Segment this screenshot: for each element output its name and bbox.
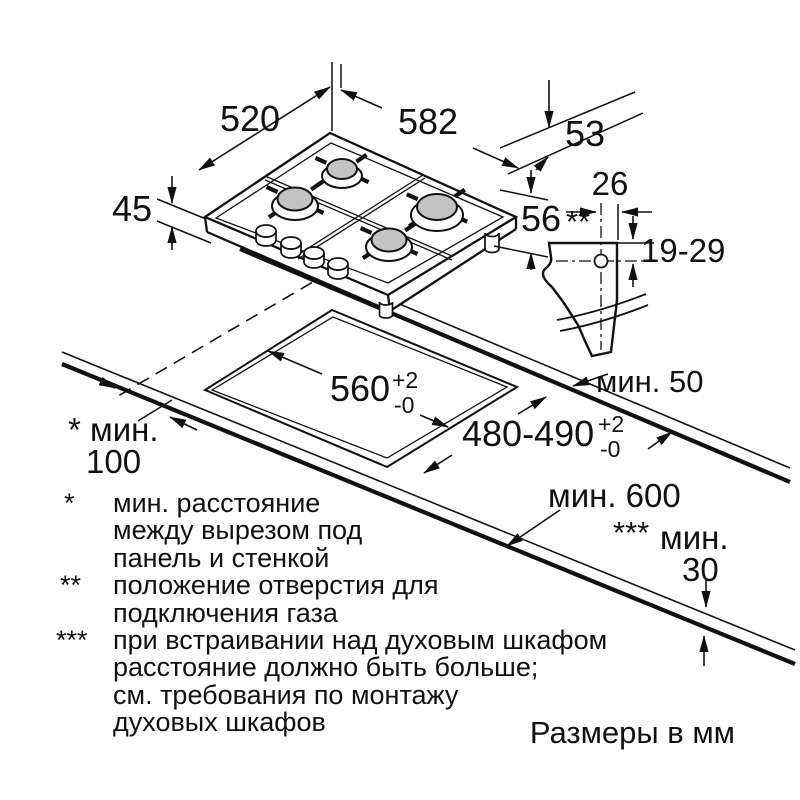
footnote-marker-1: * xyxy=(64,488,75,518)
footnote-text: расстояние должно быть больше; xyxy=(113,652,538,682)
gas-hole xyxy=(593,253,609,269)
footnote-text: см. требования по монтажу xyxy=(113,680,459,710)
footnote-text: панель и стенкой xyxy=(113,543,329,573)
hob-dimensions: 520 582 53 45 56 xyxy=(112,62,644,270)
burner-right-large xyxy=(410,193,464,232)
cutout-inner-edge xyxy=(210,316,509,459)
front-clearance-label: мин. xyxy=(660,519,729,556)
dim-26-label: 26 xyxy=(592,165,629,202)
control-knobs xyxy=(255,224,349,280)
cutout-drawing xyxy=(202,308,520,469)
worktop-depth-label: мин. 600 xyxy=(548,477,681,514)
hob-silhouette xyxy=(205,133,516,311)
ext-line-53-a xyxy=(499,91,636,149)
worktop-drawing xyxy=(61,236,796,666)
hob-bottom-front-edge xyxy=(206,230,391,313)
footnote-text: духовых шкафов xyxy=(113,707,326,737)
cutout-depth-tol-minus: -0 xyxy=(600,436,620,462)
cutout-width-label: 560 xyxy=(330,368,390,409)
front-clearance-stars: *** xyxy=(613,515,649,550)
cutout-width-tol-minus: -0 xyxy=(394,392,414,418)
footnote-text: положение отверстия для xyxy=(113,570,438,600)
worktop-rear-edge-thick xyxy=(239,247,791,484)
break-line-b xyxy=(559,304,649,332)
cutout-dimensions: 560 +2 -0 480-490 +2 -0 мин. 600 мин. 50… xyxy=(68,350,729,666)
cutout-outer-edge xyxy=(202,308,520,469)
gas-connection-detail: 26 ** 19-29 xyxy=(541,165,725,358)
cutout-width-tol-plus: +2 xyxy=(392,367,418,393)
footnote-text: между вырезом под xyxy=(113,515,362,545)
worktop-front-edge-thick xyxy=(61,362,796,666)
footnote-text: подключения газа xyxy=(113,598,339,628)
burner-front xyxy=(365,227,413,262)
hob-feet xyxy=(378,232,500,319)
dim-582-label: 582 xyxy=(398,101,458,142)
break-line-a xyxy=(556,293,647,321)
dim-line-520 xyxy=(198,86,331,171)
cutout-depth-label: 480-490 xyxy=(462,413,594,454)
footnote-text: при встраивании над духовым шкафом xyxy=(113,625,607,655)
dim-45-label: 45 xyxy=(112,188,152,229)
footnote-marker-3: *** xyxy=(56,625,88,655)
ext-line-53-b xyxy=(507,112,644,175)
burner-left xyxy=(271,186,319,221)
dim-53-label: 53 xyxy=(565,113,605,154)
cutout-depth-tol-plus: +2 xyxy=(598,411,624,437)
footnote-marker-2: ** xyxy=(60,570,82,600)
side-profile-shape xyxy=(541,241,619,358)
dim-19-29-label: 19-29 xyxy=(641,232,725,269)
gas-marker-label: ** xyxy=(566,204,590,239)
front-clearance-value: 30 xyxy=(682,551,719,588)
dim-line-582-a xyxy=(340,89,383,109)
footnote-text: мин. расстояние xyxy=(113,488,320,518)
worktop-front-edge-thin xyxy=(61,351,796,651)
side-clearance-label: * мин. xyxy=(68,411,159,448)
footnotes: * мин. расстояние между вырезом под пане… xyxy=(56,488,607,737)
rear-clearance-label: мин. 50 xyxy=(596,364,703,399)
hob-drawing xyxy=(202,131,519,319)
dim-520-label: 520 xyxy=(220,98,280,139)
units-note: Размеры в мм xyxy=(530,715,735,750)
dim-line-582-b xyxy=(472,147,519,169)
side-clearance-value: 100 xyxy=(86,443,141,480)
dim-56-label: 56 xyxy=(521,198,561,239)
